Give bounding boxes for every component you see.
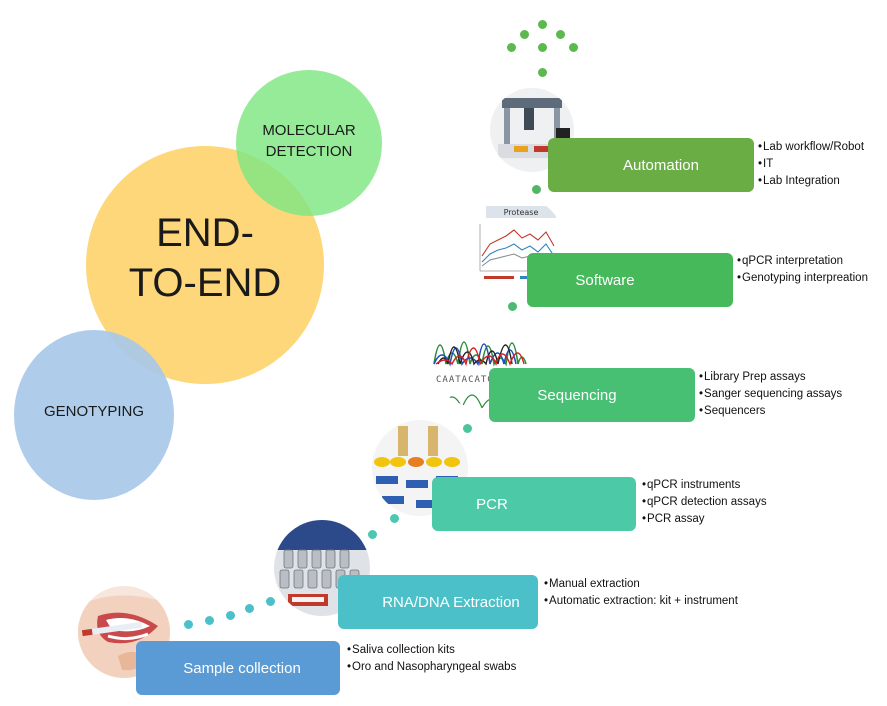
bullet-item: Library Prep assays bbox=[699, 369, 842, 386]
bullet-item: Lab Integration bbox=[758, 173, 864, 190]
chart-title: Protease bbox=[504, 208, 539, 217]
pcr-step-box: PCR bbox=[432, 477, 636, 531]
sequencing-step-box: Sequencing bbox=[489, 368, 695, 422]
bullet-item: Saliva collection kits bbox=[347, 642, 516, 659]
connector-dot bbox=[538, 68, 547, 77]
molecular-detection-circle bbox=[236, 70, 382, 216]
connector-dot bbox=[520, 30, 529, 39]
connector-dot bbox=[184, 620, 193, 629]
molecular-detection-label: MOLECULAR DETECTION bbox=[262, 122, 356, 160]
connector-dot bbox=[538, 43, 547, 52]
connector-dot bbox=[463, 424, 472, 433]
bullet-item: Lab workflow/Robot bbox=[758, 139, 864, 156]
svg-text:CAATACATGGA: CAATACATGGA bbox=[436, 375, 507, 385]
sequencing-bullets: Library Prep assays Sanger sequencing as… bbox=[699, 369, 842, 420]
connector-dot bbox=[266, 597, 275, 606]
connector-dot bbox=[538, 20, 547, 29]
connector-dot bbox=[245, 604, 254, 613]
bullet-item: Manual extraction bbox=[544, 576, 738, 593]
extraction-tube-rack-image bbox=[274, 520, 370, 616]
bullet-item: PCR assay bbox=[642, 511, 767, 528]
bullet-item: qPCR detection assays bbox=[642, 494, 767, 511]
bullet-item: Genotyping interpreation bbox=[737, 270, 868, 287]
connector-dot bbox=[226, 611, 235, 620]
genotyping-circle bbox=[14, 330, 174, 500]
pcr-bullets: qPCR instruments qPCR detection assays P… bbox=[642, 477, 767, 528]
bullet-item: Sequencers bbox=[699, 403, 842, 420]
automation-bullets: Lab workflow/Robot IT Lab Integration bbox=[758, 139, 864, 190]
connector-dot bbox=[390, 514, 399, 523]
software-bullets: qPCR interpretation Genotyping interprea… bbox=[737, 253, 868, 287]
connector-dot bbox=[368, 530, 377, 539]
connector-dot bbox=[532, 185, 541, 194]
sample-collection-bullets: Saliva collection kits Oro and Nasophary… bbox=[347, 642, 516, 676]
software-chart-image: Protease bbox=[466, 196, 566, 296]
genotyping-label: GENOTYPING bbox=[43, 403, 144, 420]
bullet-item: IT bbox=[758, 156, 864, 173]
extraction-step-box: RNA/DNA Extraction bbox=[338, 575, 538, 629]
connector-dot bbox=[205, 616, 214, 625]
sample-collection-step-box: Sample collection bbox=[136, 641, 340, 695]
bullet-item: qPCR instruments bbox=[642, 477, 767, 494]
software-step-box: Software bbox=[527, 253, 733, 307]
end-to-end-label: END- TO-END bbox=[128, 211, 282, 305]
extraction-bullets: Manual extraction Automatic extraction: … bbox=[544, 576, 738, 610]
sequencing-step-label: Sequencing bbox=[537, 386, 617, 404]
connector-dot bbox=[507, 43, 516, 52]
bullet-item: Oro and Nasopharyngeal swabs bbox=[347, 659, 516, 676]
pcr-step-label: PCR bbox=[476, 495, 508, 513]
software-step-label: Software bbox=[575, 271, 635, 289]
connector-dot bbox=[556, 30, 565, 39]
bullet-item: Sanger sequencing assays bbox=[699, 386, 842, 403]
connector-dot bbox=[508, 302, 517, 311]
bullet-item: Automatic extraction: kit + instrument bbox=[544, 593, 738, 610]
bullet-item: qPCR interpretation bbox=[737, 253, 868, 270]
automation-step-label: Automation bbox=[623, 156, 699, 174]
sample-collection-step-label: Sample collection bbox=[183, 659, 301, 677]
extraction-step-label: RNA/DNA Extraction bbox=[382, 593, 520, 611]
connector-dot bbox=[569, 43, 578, 52]
automation-step-box: Automation bbox=[548, 138, 754, 192]
